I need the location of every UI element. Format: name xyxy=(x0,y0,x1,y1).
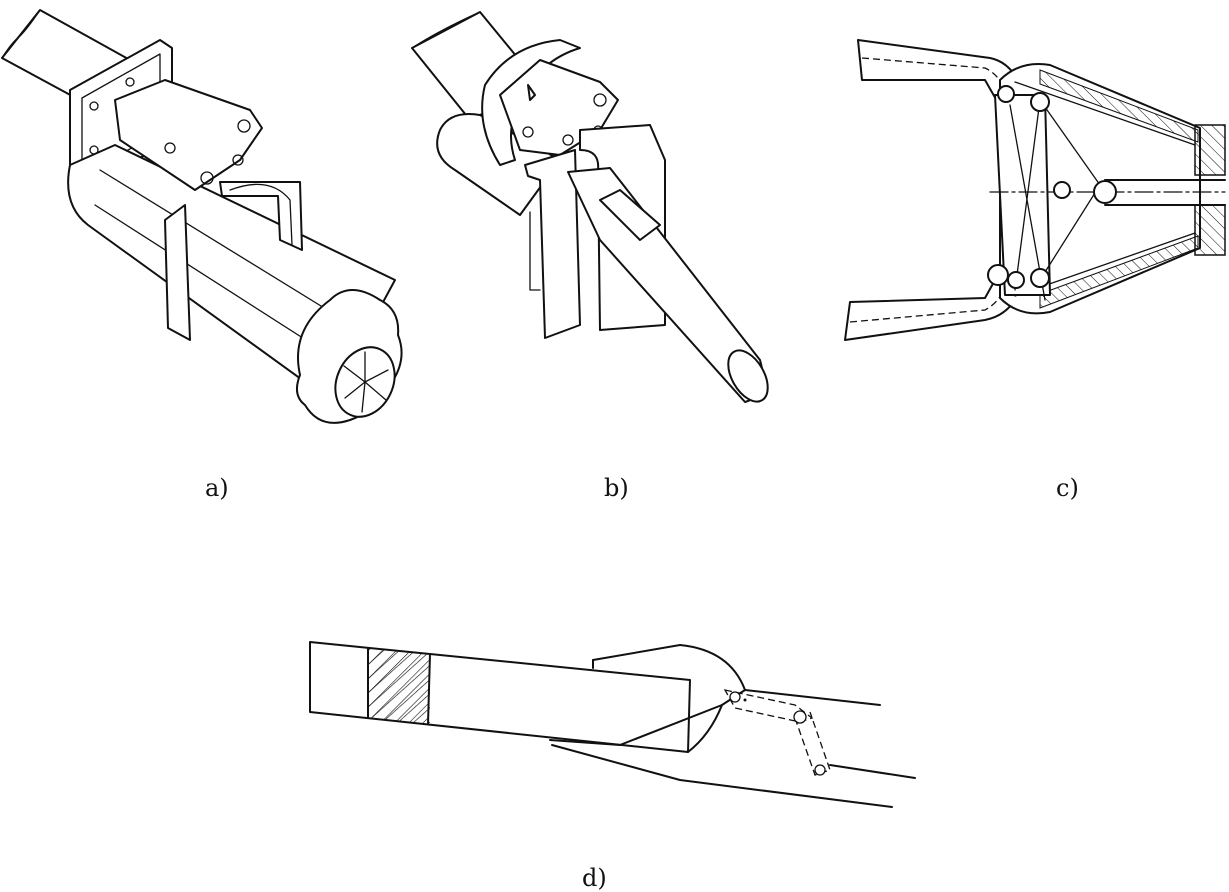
figure-a-gripper-holding-cylinder xyxy=(1,9,403,424)
caption-b: b) xyxy=(604,474,629,502)
linkage-c xyxy=(994,94,1051,296)
finger-b-left xyxy=(524,149,581,339)
figure-b-gripper-holding-rod xyxy=(411,11,769,403)
figure-c-gripper-section-view xyxy=(844,39,1226,341)
caption-d: d) xyxy=(582,864,607,892)
caption-c: c) xyxy=(1056,474,1079,502)
linkage-d xyxy=(723,689,814,723)
finger-a-right xyxy=(219,181,303,251)
finger-a-left xyxy=(164,204,191,341)
caption-a: a) xyxy=(205,474,229,502)
gripper-head-a xyxy=(114,79,263,191)
figure-d-gripper-holding-bar xyxy=(309,641,916,808)
jaw-lower-d xyxy=(549,704,723,746)
